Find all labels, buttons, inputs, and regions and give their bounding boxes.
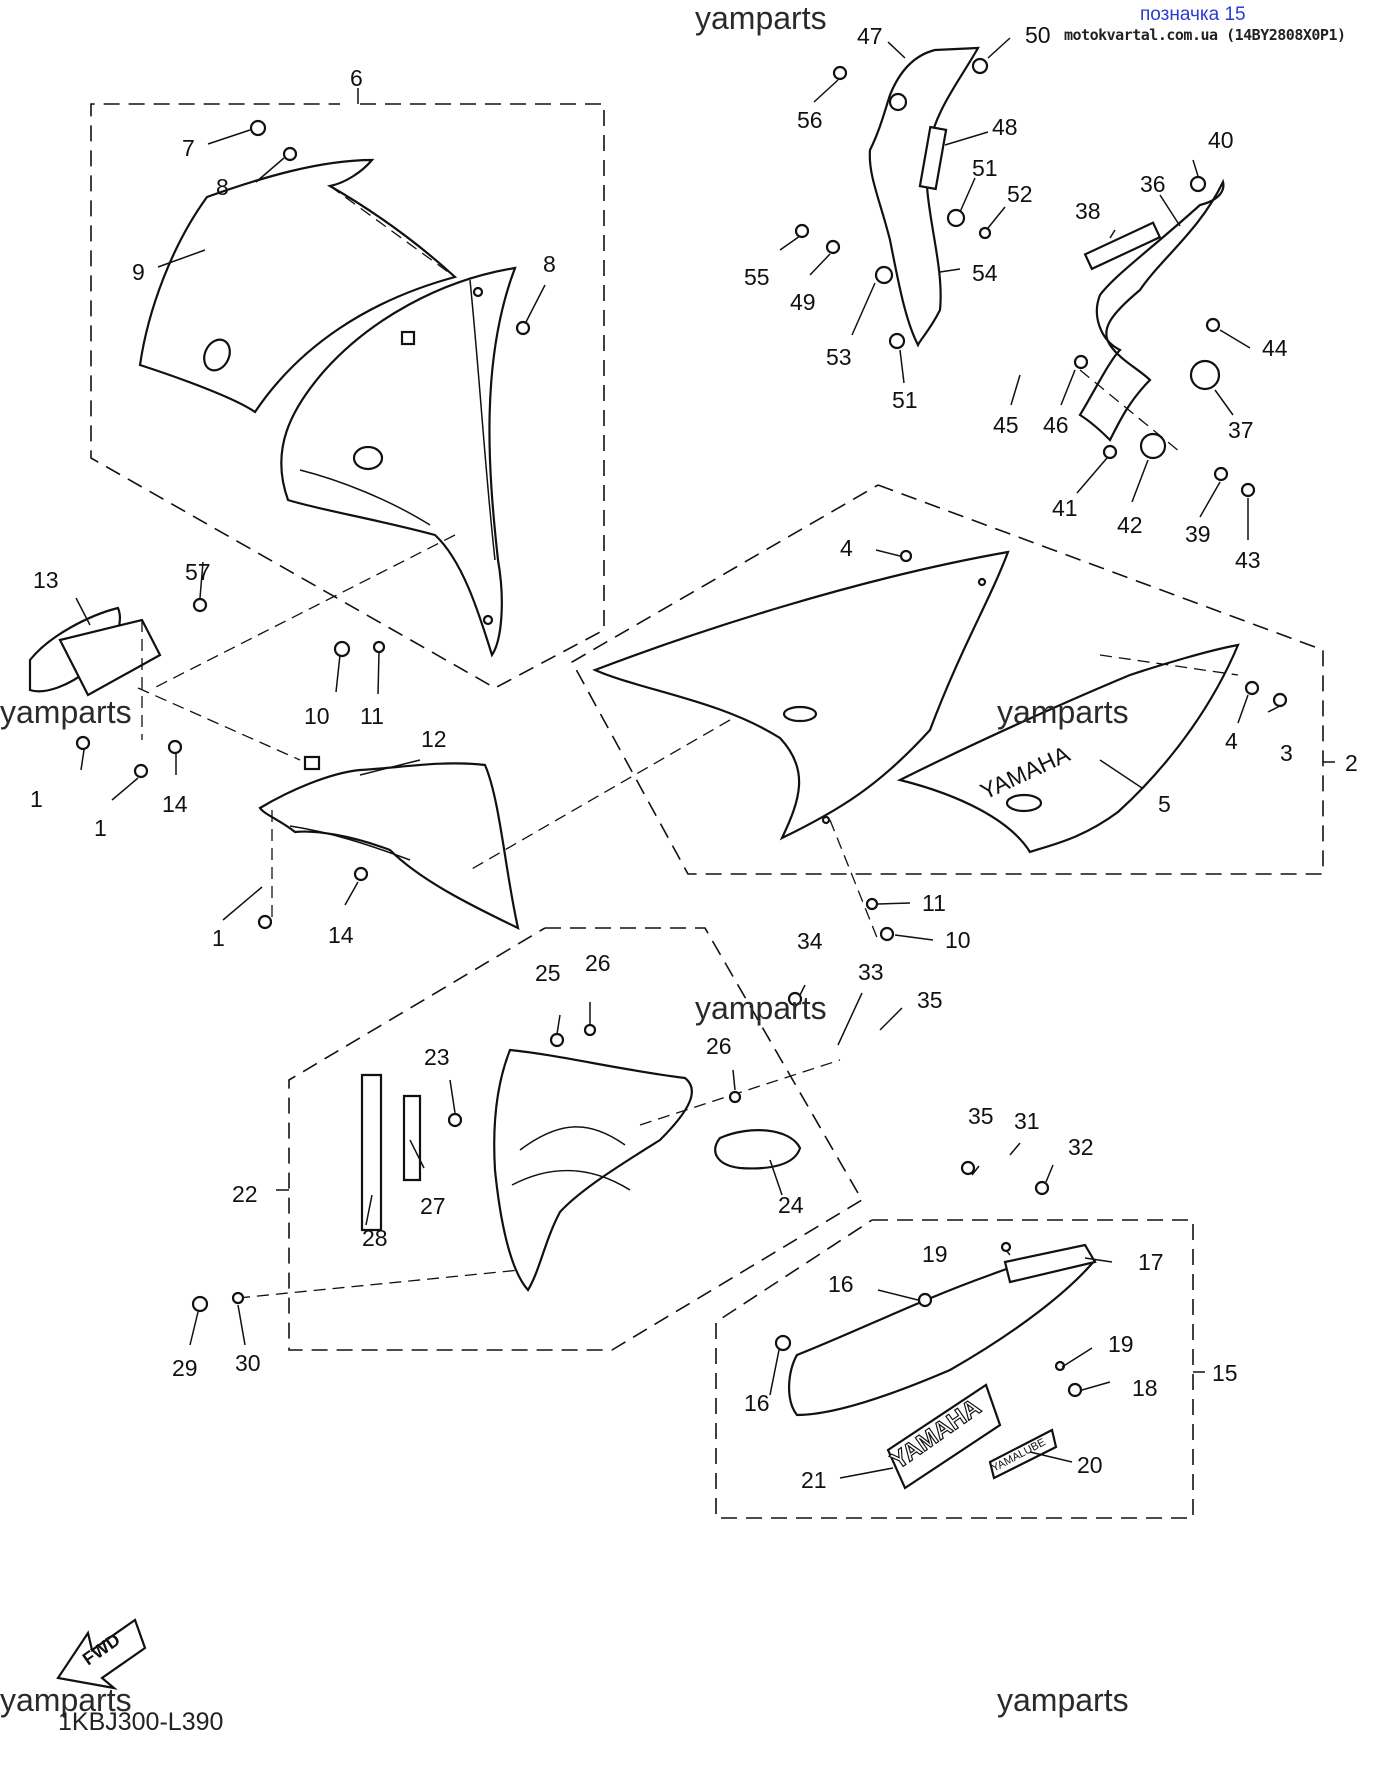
callout-1: 1: [212, 925, 225, 951]
callout-19: 19: [922, 1241, 948, 1267]
source-caption: motokvartal.com.ua (14BY2808X0P1): [1064, 26, 1346, 44]
callout-1: 1: [94, 815, 107, 841]
inner-panel-part: [258, 755, 520, 930]
callout-56: 56: [797, 107, 823, 133]
callout-4: 4: [1225, 728, 1238, 754]
right-bracket-part: [1078, 178, 1225, 442]
callout-37: 37: [1228, 417, 1254, 443]
callout-21: 21: [801, 1467, 827, 1493]
callout-38: 38: [1075, 198, 1101, 224]
group-outline-22: [276, 927, 864, 1351]
callout-14: 14: [328, 922, 354, 948]
callout-8: 8: [216, 174, 229, 200]
callout-10: 10: [304, 703, 330, 729]
mirror-mount-part: [28, 606, 162, 697]
callout-8: 8: [543, 251, 556, 277]
header-link[interactable]: позначка 15: [1140, 4, 1246, 25]
callout-33: 33: [858, 959, 884, 985]
callout-52: 52: [1007, 181, 1033, 207]
yamalube-decal-20: YAMALUBE: [988, 1428, 1058, 1480]
callout-5: 5: [1158, 791, 1171, 817]
callout-23: 23: [424, 1044, 450, 1070]
callout-46: 46: [1043, 412, 1069, 438]
callout-57: 57: [185, 559, 211, 585]
callout-41: 41: [1052, 495, 1078, 521]
diagram-code: 1KBJ300-L390: [58, 1708, 224, 1736]
callout-44: 44: [1262, 335, 1288, 361]
callout-2: 2: [1345, 750, 1358, 776]
leader-lines: [75, 37, 1281, 1479]
side-fairing-part: YAMAHA: [592, 550, 1240, 854]
callout-9: 9: [132, 259, 145, 285]
callout-16: 16: [744, 1390, 770, 1416]
windscreen-part: [138, 158, 458, 414]
callout-24: 24: [778, 1192, 804, 1218]
callout-14: 14: [162, 791, 188, 817]
callout-50: 50: [1025, 22, 1051, 48]
callout-36: 36: [1140, 171, 1166, 197]
yamaha-decal-21: YAMAHA: [885, 1383, 1002, 1490]
callout-32: 32: [1068, 1134, 1094, 1160]
callout-35: 35: [968, 1103, 994, 1129]
callout-25: 25: [535, 960, 561, 986]
callout-13: 13: [33, 567, 59, 593]
callout-17: 17: [1138, 1249, 1164, 1275]
callout-26: 26: [706, 1033, 732, 1059]
callout-labels: 6 7 8 8 9 13 57 10 11 12 1 1 14 1 14 4 4…: [30, 22, 1358, 1493]
callout-12: 12: [421, 726, 447, 752]
watermark: yamparts: [997, 694, 1129, 730]
group-outline-6: [90, 88, 605, 689]
callout-18: 18: [1132, 1375, 1158, 1401]
callout-29: 29: [172, 1355, 198, 1381]
callout-47: 47: [857, 23, 883, 49]
callout-15: 15: [1212, 1360, 1238, 1386]
callout-19: 19: [1108, 1331, 1134, 1357]
callout-1: 1: [30, 786, 43, 812]
callout-11: 11: [922, 890, 946, 916]
callout-34: 34: [797, 928, 823, 954]
callout-4: 4: [840, 535, 853, 561]
upper-bracket-part: [868, 46, 980, 348]
forward-arrow-icon: FWD: [56, 1618, 147, 1690]
lower-fairing-part: [360, 1048, 802, 1292]
watermark: yamparts: [0, 1682, 132, 1718]
callout-53: 53: [826, 344, 852, 370]
watermark: yamparts: [695, 0, 827, 36]
callout-45: 45: [993, 412, 1019, 438]
callout-49: 49: [790, 289, 816, 315]
upper-cowling-part: [280, 266, 517, 658]
assembly-lines: [137, 369, 1239, 1299]
fasteners: [75, 57, 1288, 1398]
callout-3: 3: [1280, 740, 1293, 766]
callout-27: 27: [420, 1193, 446, 1219]
callout-26: 26: [585, 950, 611, 976]
watermark: yamparts: [997, 1682, 1129, 1718]
group-outline-2: [570, 484, 1335, 875]
callout-40: 40: [1208, 127, 1234, 153]
callout-30: 30: [235, 1350, 261, 1376]
callout-11: 11: [360, 703, 384, 729]
callout-16: 16: [828, 1271, 854, 1297]
callout-43: 43: [1235, 547, 1261, 573]
callout-6: 6: [350, 65, 363, 91]
callout-10: 10: [945, 927, 971, 953]
watermark: yamparts: [695, 990, 827, 1026]
callout-48: 48: [992, 114, 1018, 140]
callout-55: 55: [744, 264, 770, 290]
callout-20: 20: [1077, 1452, 1103, 1478]
callout-51: 51: [892, 387, 918, 413]
callout-31: 31: [1014, 1108, 1040, 1134]
callout-51: 51: [972, 155, 998, 181]
group-outline-15: [715, 1219, 1205, 1519]
callout-35: 35: [917, 987, 943, 1013]
callout-22: 22: [232, 1181, 258, 1207]
watermark: yamparts: [0, 694, 132, 730]
callout-39: 39: [1185, 521, 1211, 547]
callout-42: 42: [1117, 512, 1143, 538]
callout-28: 28: [362, 1225, 388, 1251]
callout-54: 54: [972, 260, 998, 286]
callout-7: 7: [182, 135, 195, 161]
